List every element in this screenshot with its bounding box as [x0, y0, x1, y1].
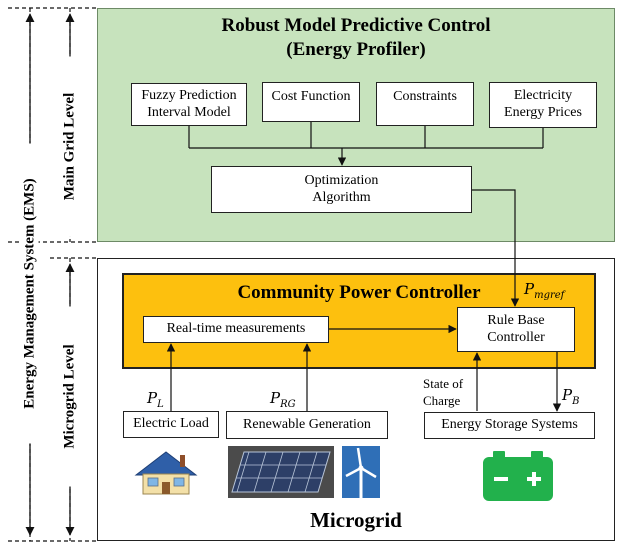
rmpc-title: Robust Model Predictive Control (Energy …	[97, 14, 615, 62]
soc-line2: Charge	[423, 392, 461, 408]
ems-text: Energy Management System (EMS)	[21, 143, 39, 444]
prices-line1: Electricity	[513, 88, 573, 104]
constraints-box: Constraints	[376, 82, 474, 126]
fuzzy-prediction-box: Fuzzy Prediction Interval Model	[131, 83, 247, 126]
renewable-generation-box: Renewable Generation	[226, 411, 388, 439]
prices-line2: Energy Prices	[504, 105, 582, 120]
soc-line1: State of	[423, 376, 464, 391]
rulebase-line2: Controller	[487, 329, 545, 345]
rule-base-controller-box: Rule Base Controller	[457, 307, 575, 352]
p-mgref-label: Pmgref	[524, 280, 565, 301]
renewable-generation-label: Renewable Generation	[243, 416, 371, 432]
rmpc-title-line1: Robust Model Predictive Control	[221, 15, 491, 36]
electric-load-label: Electric Load	[133, 416, 209, 432]
optimization-algorithm-box: Optimization Algorithm	[211, 166, 472, 213]
electric-load-box: Electric Load	[123, 411, 219, 438]
microgrid-title: Microgrid	[310, 508, 402, 532]
fuzzy-line2: Interval Model	[147, 104, 231, 120]
realtime-label: Real-time measurements	[166, 321, 306, 337]
cpc-title: Community Power Controller	[237, 282, 481, 303]
energy-prices-box: Electricity Energy Prices	[489, 82, 597, 128]
solar-panel-icon	[228, 446, 334, 498]
p-b-label: PB	[562, 386, 580, 407]
p-l-label: PL	[147, 389, 164, 410]
state-of-charge-label: State of Charge	[423, 376, 463, 410]
fuzzy-line1: Fuzzy Prediction	[141, 87, 237, 103]
cost-function-label: Cost Function	[271, 89, 351, 104]
p-rg-label: PRG	[270, 389, 296, 410]
wind-turbine-icon	[342, 446, 380, 498]
optimization-line2: Algorithm	[312, 189, 371, 205]
microgrid-level-text: Microgrid Level	[61, 306, 79, 487]
cost-function-box: Cost Function	[262, 82, 360, 122]
battery-icon	[483, 451, 553, 501]
wire-pmgref	[472, 189, 520, 307]
realtime-measurements-box: Real-time measurements	[143, 316, 329, 343]
house-icon	[134, 451, 198, 495]
energy-storage-label: Energy Storage Systems	[441, 417, 578, 433]
rulebase-line1: Rule Base	[487, 312, 545, 328]
energy-storage-box: Energy Storage Systems	[424, 412, 595, 439]
rmpc-title-line2: (Energy Profiler)	[286, 39, 426, 60]
main-grid-level-text: Main Grid Level	[61, 56, 79, 237]
constraints-label: Constraints	[393, 89, 457, 104]
optimization-line1: Optimization	[304, 172, 379, 188]
